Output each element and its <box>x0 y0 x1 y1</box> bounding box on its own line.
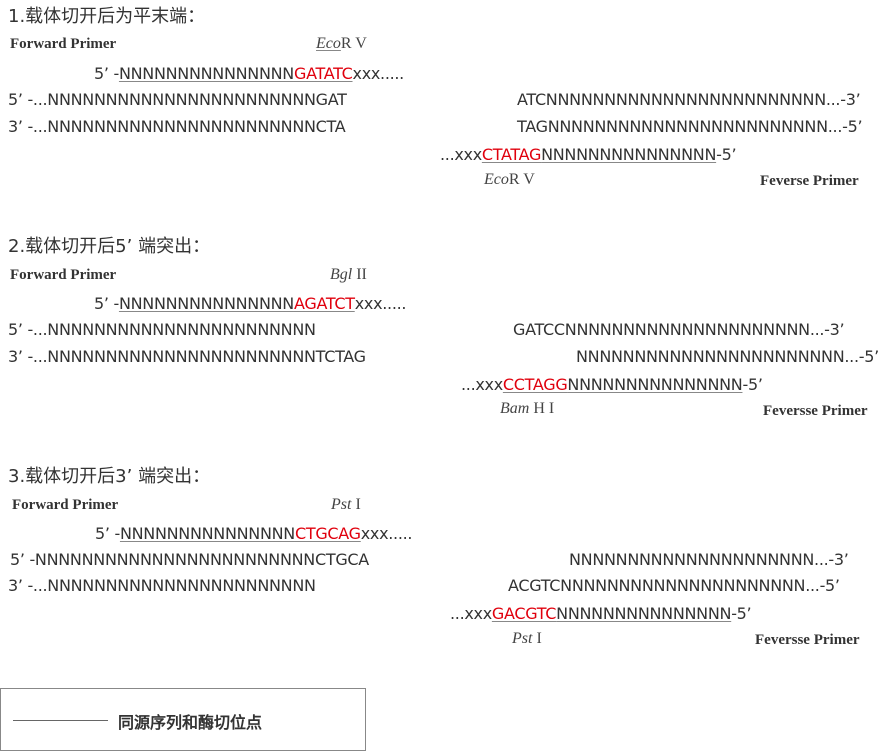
section-3-reverse-seq: ...xxxGACGTCNNNNNNNNNNNNNNN-5’ <box>450 604 752 623</box>
section-1-reverse-seq: ...xxxCTATAGNNNNNNNNNNNNNNN-5’ <box>440 145 737 164</box>
seq-suffix: -5’ <box>731 604 752 623</box>
section-2-vector-left-bottom: 3’ -...NNNNNNNNNNNNNNNNNNNNNNNTCTAG <box>8 347 366 366</box>
seq-suffix: xxx..... <box>354 294 407 313</box>
seq-suffix: -5’ <box>742 375 763 394</box>
section-3-vector-right-bottom: ACGTCNNNNNNNNNNNNNNNNNNNNN...-5’ <box>508 576 840 595</box>
enzyme-rest: R V <box>340 35 367 52</box>
legend: 同源序列和酶切位点 <box>0 688 366 751</box>
enzyme-rest: H I <box>529 400 555 417</box>
seq-prefix: ...xxx <box>450 604 492 623</box>
section-1-title: 1.载体切开后为平末端： <box>8 6 206 27</box>
section-1-vector-left-bottom: 3’ -...NNNNNNNNNNNNNNNNNNNNNNNCTA <box>8 117 346 136</box>
seq-suffix: xxx..... <box>360 524 413 543</box>
section-1-vector-left-top: 5’ -...NNNNNNNNNNNNNNNNNNNNNNNGAT <box>8 90 347 109</box>
homology-seq: NNNNNNNNNNNNNNN <box>118 294 294 313</box>
section-2-vector-right-top: GATCCNNNNNNNNNNNNNNNNNNNNN...-3’ <box>513 320 845 339</box>
seq-suffix: xxx..... <box>352 64 405 83</box>
seq-prefix: 5’ - <box>94 64 119 83</box>
restriction-site: CTGCAG <box>294 524 361 543</box>
enzyme-italic: Bgl <box>330 266 353 283</box>
enzyme-italic: Eco <box>484 171 509 188</box>
enzyme-italic: Bam <box>500 400 530 417</box>
seq-prefix: ...xxx <box>440 145 482 164</box>
enzyme-italic: Eco <box>316 35 341 52</box>
section-1-enzyme-top: EcoR V <box>316 35 367 53</box>
section-2-vector-left-top: 5’ -...NNNNNNNNNNNNNNNNNNNNNNN <box>8 320 316 339</box>
section-3-reverse-primer-label: Feversse Primer <box>755 632 860 648</box>
enzyme-rest: I <box>532 630 542 647</box>
seq-prefix: 5’ - <box>95 524 120 543</box>
seq-prefix: ...xxx <box>461 375 503 394</box>
section-3-forward-seq: 5’ -NNNNNNNNNNNNNNNCTGCAGxxx..... <box>95 524 413 543</box>
restriction-site: GATATC <box>293 64 353 83</box>
section-1-forward-seq: 5’ -NNNNNNNNNNNNNNNGATATCxxx..... <box>94 64 404 83</box>
restriction-site: CCTAGG <box>502 375 568 394</box>
enzyme-italic: Pst <box>512 630 533 647</box>
section-2-forward-seq: 5’ -NNNNNNNNNNNNNNNAGATCTxxx..... <box>94 294 406 313</box>
seq-prefix: 5’ - <box>94 294 119 313</box>
section-1-vector-right-top: ATCNNNNNNNNNNNNNNNNNNNNNNNN...-3’ <box>517 90 861 109</box>
section-2-enzyme-top: Bgl II <box>330 266 367 284</box>
homology-seq: NNNNNNNNNNNNNNN <box>118 64 294 83</box>
section-1-enzyme-bottom: EcoR V <box>484 171 535 189</box>
section-2-forward-primer-label: Forward Primer <box>10 267 117 283</box>
section-3-enzyme-bottom: Pst I <box>512 630 542 648</box>
section-3-vector-left-bottom: 3’ -...NNNNNNNNNNNNNNNNNNNNNNN <box>8 576 316 595</box>
restriction-site: GACGTC <box>491 604 557 623</box>
legend-line-swatch <box>13 720 108 721</box>
section-1-reverse-primer-label: Feverse Primer <box>760 173 859 189</box>
section-1-vector-right-bottom: TAGNNNNNNNNNNNNNNNNNNNNNNNN...-5’ <box>517 117 863 136</box>
section-3-vector-right-top: NNNNNNNNNNNNNNNNNNNNN...-3’ <box>569 550 849 569</box>
section-2-reverse-seq: ...xxxCCTAGGNNNNNNNNNNNNNNN-5’ <box>461 375 763 394</box>
section-2-reverse-primer-label: Feversse Primer <box>763 403 868 419</box>
homology-seq: NNNNNNNNNNNNNNN <box>119 524 295 543</box>
homology-seq: NNNNNNNNNNNNNNN <box>567 375 743 394</box>
enzyme-rest: II <box>352 266 367 283</box>
section-3-vector-left-top: 5’ -NNNNNNNNNNNNNNNNNNNNNNNNCTGCA <box>10 550 369 569</box>
restriction-site: AGATCT <box>293 294 355 313</box>
enzyme-italic: Pst <box>331 496 352 513</box>
enzyme-rest: I <box>351 496 361 513</box>
section-3-enzyme-top: Pst I <box>331 496 361 514</box>
section-2-title: 2.载体切开后5’ 端突出： <box>8 236 211 257</box>
section-3-title: 3.载体切开后3’ 端突出： <box>8 466 211 487</box>
seq-suffix: -5’ <box>716 145 737 164</box>
restriction-site: CTATAG <box>481 145 542 164</box>
homology-seq: NNNNNNNNNNNNNNN <box>541 145 717 164</box>
section-1-forward-primer-label: Forward Primer <box>10 36 117 52</box>
legend-label: 同源序列和酶切位点 <box>118 713 263 732</box>
homology-seq: NNNNNNNNNNNNNNN <box>556 604 732 623</box>
section-2-enzyme-bottom: Bam H I <box>500 400 554 418</box>
section-3-forward-primer-label: Forward Primer <box>12 497 119 513</box>
enzyme-rest: R V <box>508 171 535 188</box>
section-2-vector-right-bottom: NNNNNNNNNNNNNNNNNNNNNNN...-5’ <box>576 347 879 366</box>
